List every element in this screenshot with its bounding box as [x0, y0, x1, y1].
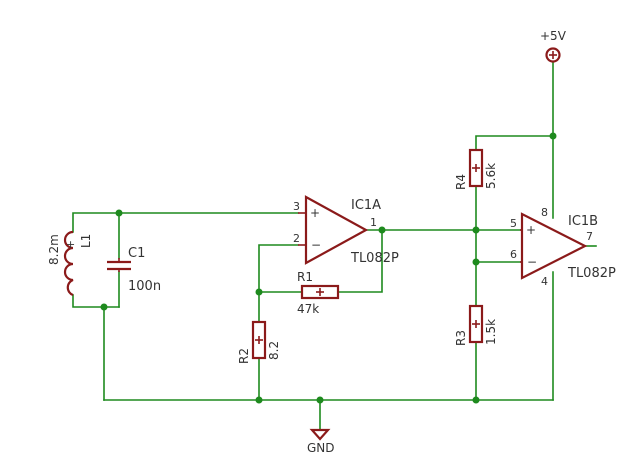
- ground-label: GND: [307, 441, 335, 455]
- wires: [72, 61, 597, 431]
- junction-dot: [100, 303, 108, 311]
- l1-name: L1: [79, 234, 93, 248]
- junction-dot: [255, 396, 263, 404]
- r2-name: R2: [237, 348, 251, 364]
- junction-dot: [472, 396, 480, 404]
- supply-circle-icon: [545, 47, 561, 63]
- junction-dot: [549, 132, 557, 140]
- c1-value: 100n: [128, 279, 161, 294]
- opamp-ic1a: + − 3 2 1 IC1A TL082P: [293, 195, 399, 266]
- inductor-l1: + 8.2m L1: [47, 230, 93, 297]
- resistor-r2: R2 8.2: [237, 320, 281, 364]
- svg-text:+: +: [526, 223, 536, 237]
- ic1b-pin7: 7: [586, 230, 593, 243]
- wire-r1-right: [337, 229, 383, 293]
- junction-dot: [255, 288, 263, 296]
- svg-text:+: +: [66, 238, 75, 251]
- capacitor-c1: C1 100n: [107, 246, 161, 294]
- svg-text:−: −: [311, 238, 321, 252]
- ground-symbol: GND: [307, 428, 335, 455]
- wire-input-top: [72, 212, 299, 233]
- ic1a-pin2: 2: [293, 232, 300, 245]
- ic1a-name: IC1A: [351, 198, 381, 213]
- ic1a-pin1: 1: [370, 216, 377, 229]
- r1-name: R1: [297, 270, 313, 284]
- ground-icon: [309, 428, 331, 441]
- r4-name: R4: [454, 174, 468, 190]
- resistor-r3: R3 1.5k: [454, 304, 498, 346]
- r3-value: 1.5k: [484, 319, 498, 345]
- opamp-ic1b: + − 5 6 7 8 4 IC1B TL082P: [510, 206, 616, 288]
- ic1b-part: TL082P: [567, 266, 616, 281]
- ic1a-pin3: 3: [293, 200, 300, 213]
- ic1b-pin8: 8: [541, 206, 548, 219]
- inductor-coil-icon: [63, 230, 74, 297]
- junction-dot: [472, 258, 480, 266]
- power-label: +5V: [540, 29, 567, 43]
- opamp-triangle-icon: [520, 212, 588, 280]
- c1-name: C1: [128, 246, 145, 261]
- wire-ic1a-inv: [258, 244, 299, 323]
- opamp-triangle-icon: [304, 195, 369, 265]
- svg-text:−: −: [527, 255, 537, 269]
- ic1b-pin6: 6: [510, 248, 517, 261]
- ic1a-part: TL082P: [350, 251, 399, 266]
- wire-r4-top: [475, 135, 554, 151]
- ic1b-name: IC1B: [568, 214, 598, 229]
- ic1b-pin5: 5: [510, 217, 517, 230]
- r3-name: R3: [454, 330, 468, 346]
- junction-dot: [378, 226, 386, 234]
- r2-value: 8.2: [267, 341, 281, 360]
- junctions: [100, 132, 557, 404]
- resistor-r1: R1 47k: [297, 270, 340, 316]
- r1-value: 47k: [297, 302, 319, 316]
- resistor-r4: R4 5.6k: [454, 148, 498, 190]
- junction-dot: [115, 209, 123, 217]
- junction-dot: [472, 226, 480, 234]
- resistor-body-icon: [251, 320, 267, 360]
- ic1b-pin4: 4: [541, 275, 548, 288]
- r4-value: 5.6k: [484, 163, 498, 189]
- svg-text:+: +: [310, 206, 320, 220]
- wire-l1-bottom: [72, 294, 120, 308]
- resistor-body-icon: [300, 284, 340, 300]
- l1-value: 8.2m: [47, 234, 61, 265]
- junction-dot: [316, 396, 324, 404]
- power-supply-5v: +5V: [540, 29, 567, 63]
- resistor-body-icon: [468, 148, 484, 188]
- resistor-body-icon: [468, 304, 484, 344]
